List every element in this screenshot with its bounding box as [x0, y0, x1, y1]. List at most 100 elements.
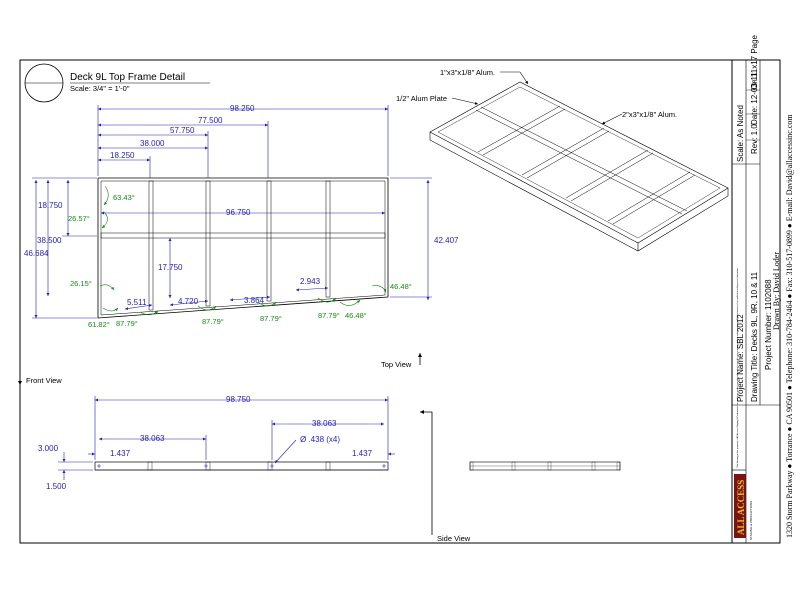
tb-rev: Rev: 1.0 [750, 124, 759, 154]
tb-project-number: Project Number: 1102088 [764, 279, 773, 370]
angle-label-87-79-b: 87.79° [202, 317, 224, 326]
side-view-callout: Side View [420, 410, 471, 543]
angle-labels: 63.43° 26.57° 26.15° 61.82° 87.79° 87.79… [68, 193, 412, 329]
dim-label-38-500: 38.500 [37, 236, 62, 245]
fv-label-3-000: 3.000 [38, 444, 59, 453]
dim-label-17-750: 17.750 [158, 263, 183, 272]
center-rail [100, 232, 386, 239]
iso-leader-plate [451, 97, 479, 105]
top-view-dims [32, 105, 432, 319]
iso-leader-1x3-b [519, 71, 529, 85]
side-leg-4 [591, 461, 596, 471]
tb-date: Date: 12-03-11 [750, 72, 759, 125]
detail-title-text: Deck 9L Top Frame Detail [70, 72, 185, 83]
dim-label-98-250: 98.250 [230, 104, 255, 113]
hole-marker-1 [97, 464, 101, 468]
hole-marker-2 [204, 464, 208, 468]
hole-markers [97, 464, 386, 468]
iso-top-face [429, 81, 729, 244]
cross-member-2 [205, 180, 211, 307]
dim-label-46-684: 46.684 [24, 249, 49, 258]
tb-disclaimer: This drawing is the property of All Acce… [736, 267, 739, 468]
fv-label-1-437-left: 1.437 [110, 449, 131, 458]
detail-title: Deck 9L Top Frame Detail Scale: 3/4" = 1… [24, 63, 210, 103]
front-view-drawing [94, 461, 389, 471]
top-frame-outline [97, 177, 389, 319]
dim-label-4-720: 4.720 [178, 297, 199, 306]
iso-view-drawing [429, 81, 729, 252]
dim-label-18-750: 18.750 [38, 201, 63, 210]
angle-arc-46-b [371, 285, 387, 293]
tb-drawn-by: Drawn By: David Loder [772, 252, 781, 330]
company-logo [734, 474, 746, 538]
fv-hole-note: Ø .438 (x4) [300, 435, 340, 444]
fv-label-1-437-right: 1.437 [352, 449, 373, 458]
tb-scale: Scale: As Noted [736, 105, 745, 162]
dim-line-3-864 [229, 295, 271, 302]
angle-label-87-79-d: 87.79° [318, 311, 340, 320]
front-leg-4 [325, 461, 331, 471]
detail-scale-text: Scale: 3/4" = 1'-0" [70, 84, 130, 93]
side-view-arrow [420, 410, 433, 535]
angle-arc-26-15 [99, 284, 115, 291]
iso-label-2x3: 2"x3"x1/8" Alum. [622, 110, 677, 119]
angle-arc-61 [102, 307, 119, 312]
angle-label-87-79-a: 87.79° [116, 319, 138, 328]
tb-contact: 1320 Storm Parkway ● Torrance ● CA 90501… [785, 114, 794, 538]
side-view-drawing [469, 461, 621, 471]
front-view-label: Front View [26, 376, 62, 385]
iso-cross-2a [521, 127, 605, 176]
iso-cross-2b [526, 130, 610, 179]
fv-label-98-750: 98.750 [226, 395, 251, 404]
angle-arc-87-c [257, 301, 277, 307]
fv-label-1-500: 1.500 [46, 482, 67, 491]
angle-label-46-48-b: 46.48° [390, 282, 412, 291]
angle-arc-87-d [317, 297, 337, 303]
iso-cross-4a [607, 171, 691, 222]
angle-arc-46-a [339, 299, 361, 306]
angle-arcs [99, 185, 387, 316]
front-view-beam [94, 461, 389, 471]
side-leg-2 [511, 461, 516, 471]
iso-label-1x3: 1"x3"x1/8" Alum. [440, 68, 495, 77]
side-leg-1 [469, 461, 474, 471]
angle-arc-87-b [197, 305, 217, 311]
dim-line-4-720 [169, 299, 209, 307]
angle-label-46-48-a: 46.48° [345, 311, 367, 320]
front-view-callout: Front View [18, 372, 62, 385]
top-view-label: Top View [381, 360, 412, 369]
tb-project-name: Project Name: SBL 2012 [736, 314, 745, 402]
hole-marker-3 [270, 464, 274, 468]
angle-label-87-79-c: 87.79° [260, 314, 282, 323]
outer-border [19, 59, 781, 544]
iso-leader-2x3 [601, 113, 623, 125]
company-logo-text: ALL ACCESS [736, 480, 746, 535]
angle-arc-63 [103, 185, 109, 206]
angle-label-63-43: 63.43° [113, 193, 135, 202]
dim-label-5-511: 5.511 [127, 298, 147, 307]
front-view-dims [58, 396, 395, 480]
dim-label-42-407: 42.407 [434, 236, 459, 245]
hole-marker-4 [382, 464, 386, 468]
iso-cross-1a [477, 105, 561, 153]
iso-center-rail-b [480, 106, 688, 212]
company-logo-subtext: STAGING & PRODUCTIONS [749, 501, 753, 540]
title-block: Date: 12-03-11 Rev: 1.0 Scale: As Noted … [732, 34, 794, 543]
iso-label-plate: 1/2" Alum Plate [396, 94, 447, 103]
dim-label-18-250: 18.250 [110, 151, 135, 160]
dim-line-2-943 [295, 286, 329, 292]
top-view-dim-labels: 98.250 77.500 57.750 38.000 18.250 96.75… [24, 104, 459, 307]
cross-member-1 [148, 180, 154, 311]
top-view-callout: Top View [381, 353, 422, 369]
top-frame-inner [100, 180, 386, 316]
cross-member-3 [266, 180, 272, 302]
side-leg-3 [547, 461, 552, 471]
cross-member-4 [325, 180, 331, 298]
iso-cross-3a [565, 149, 649, 199]
iso-cross-4b [612, 174, 696, 225]
front-view-dim-labels: 98.750 38.063 38.063 1.437 1.437 3.000 1… [38, 395, 373, 491]
angle-label-26-57: 26.57° [68, 214, 90, 223]
tb-page: On 11x17 Page [750, 34, 759, 90]
dim-label-3-864: 3.864 [244, 296, 265, 305]
